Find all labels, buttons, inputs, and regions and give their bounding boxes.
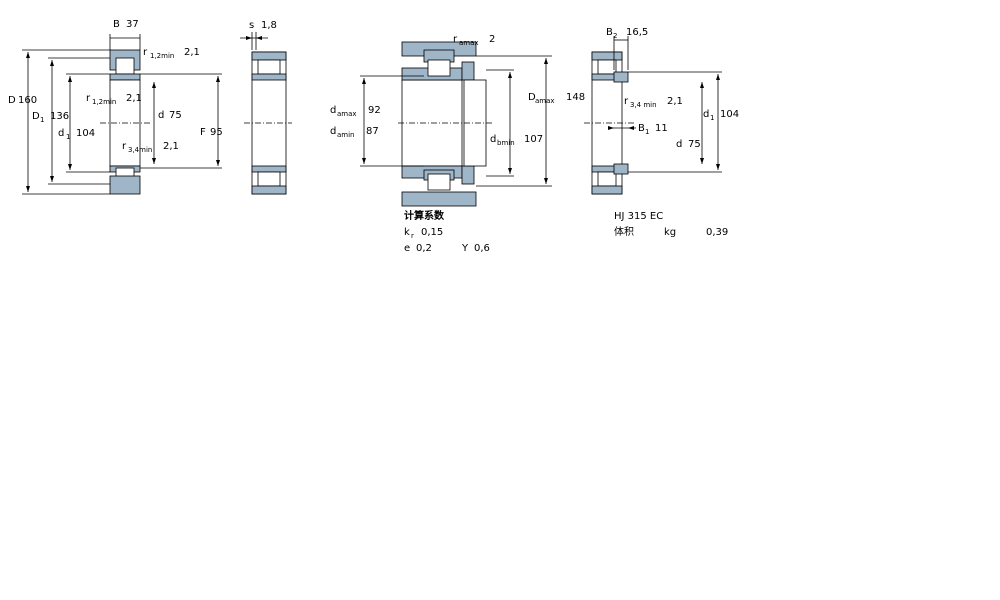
mass-value: 0,39 bbox=[706, 227, 728, 238]
r34b-label: r bbox=[624, 96, 629, 107]
roller-top bbox=[115, 57, 135, 75]
outer-ring-bottom bbox=[109, 175, 141, 195]
da-max-label: d bbox=[330, 105, 336, 116]
r34-sub: 3,4min bbox=[128, 146, 152, 154]
b2-label: B bbox=[606, 27, 613, 38]
da-min-sub: amin bbox=[337, 131, 355, 139]
d1-inner-sub: 1 bbox=[66, 133, 70, 141]
da-max-value: 92 bbox=[368, 105, 381, 116]
side-roller-top bbox=[257, 59, 281, 75]
mass-unit: kg bbox=[664, 227, 676, 238]
y-label: Y bbox=[461, 243, 469, 254]
ring-roller-bottom bbox=[597, 171, 617, 187]
da-min-value: 87 bbox=[366, 126, 379, 137]
side-inner-top bbox=[251, 73, 287, 81]
b2-value: 16,5 bbox=[626, 27, 648, 38]
side-outer-top bbox=[251, 51, 287, 61]
mass-label: 体积 bbox=[614, 226, 634, 238]
r12-top-sub: 1,2min bbox=[150, 52, 174, 60]
housing-bottom bbox=[401, 191, 477, 207]
calc-title: 计算系数 bbox=[404, 209, 445, 222]
bearing-side-view: s 1,8 bbox=[240, 20, 292, 195]
s-value: 1,8 bbox=[261, 20, 277, 31]
d-bore-label: d bbox=[158, 110, 164, 121]
f-label: F bbox=[200, 127, 206, 138]
angle-ring-top bbox=[461, 61, 475, 81]
e-value: 0,2 bbox=[416, 243, 432, 254]
hj-ring-bottom bbox=[613, 163, 629, 175]
r34-value: 2,1 bbox=[163, 141, 179, 152]
kr-label: k bbox=[404, 227, 410, 238]
r12-top-value: 2,1 bbox=[184, 47, 200, 58]
b1-label: B bbox=[638, 123, 645, 134]
mount-roller-bottom bbox=[427, 173, 451, 191]
db4-label: d bbox=[676, 139, 682, 150]
db-sub: bmin bbox=[497, 139, 515, 147]
r12-mid-sub: 1,2min bbox=[92, 98, 116, 106]
da-outer-sub: amax bbox=[535, 97, 555, 105]
db4-value: 75 bbox=[688, 139, 701, 150]
d-outer-value: 160 bbox=[18, 95, 37, 106]
ring-designation: HJ 315 EC 体积 kg 0,39 bbox=[614, 211, 728, 238]
e-label: e bbox=[404, 243, 410, 254]
kr-value: 0,15 bbox=[421, 227, 443, 238]
d1-outer-label: D bbox=[32, 111, 40, 122]
mount-roller-top bbox=[427, 59, 451, 77]
ring-outer-bottom bbox=[591, 185, 623, 195]
r34b-value: 2,1 bbox=[667, 96, 683, 107]
b1-sub: 1 bbox=[645, 128, 649, 136]
side-outer-bottom bbox=[251, 185, 287, 195]
r34b-sub: 3,4 min bbox=[630, 101, 657, 109]
bearing-section-view: B 37 r 1,2min 2,1 D 160 D 1 136 d 1 104 … bbox=[8, 19, 223, 195]
b-value: 37 bbox=[126, 19, 139, 30]
kr-sub: r bbox=[411, 232, 414, 240]
b1-value: 11 bbox=[655, 123, 668, 134]
side-inner-bottom bbox=[251, 165, 287, 173]
d1b-sub: 1 bbox=[710, 114, 714, 122]
s-label: s bbox=[249, 20, 254, 31]
d1b-value: 104 bbox=[720, 109, 739, 120]
d1-outer-value: 136 bbox=[50, 111, 69, 122]
designation: HJ 315 EC bbox=[614, 211, 663, 222]
r12-mid-label: r bbox=[86, 93, 91, 104]
da-min-label: d bbox=[330, 126, 336, 137]
d1-outer-sub: 1 bbox=[40, 116, 44, 124]
da-outer-label: D bbox=[528, 92, 536, 103]
r12-mid-value: 2,1 bbox=[126, 93, 142, 104]
ra-value: 2 bbox=[489, 34, 495, 45]
da-outer-value: 148 bbox=[566, 92, 585, 103]
f-value: 95 bbox=[210, 127, 223, 138]
d1-inner-value: 104 bbox=[76, 128, 95, 139]
calculation-factors: 计算系数 k r 0,15 e 0,2 Y 0,6 bbox=[404, 209, 490, 254]
angle-ring-bottom bbox=[461, 165, 475, 185]
d1b-label: d bbox=[703, 109, 709, 120]
inner-ring-top bbox=[109, 73, 141, 81]
b2-sub: 2 bbox=[613, 32, 617, 40]
y-value: 0,6 bbox=[474, 243, 490, 254]
db-value: 107 bbox=[524, 134, 543, 145]
ra-sub: amax bbox=[459, 39, 479, 47]
r12-top-label: r bbox=[143, 47, 148, 58]
b-label: B bbox=[113, 19, 120, 30]
hj-ring-top bbox=[613, 71, 629, 83]
side-roller-bottom bbox=[257, 171, 281, 187]
ra-label: r bbox=[453, 34, 458, 45]
abutment-view: r amax 2 d amax 92 d amin 87 D amax 148 … bbox=[330, 34, 585, 207]
d-outer-label: D bbox=[8, 95, 16, 106]
r34-label: r bbox=[122, 141, 127, 152]
da-max-sub: amax bbox=[337, 110, 357, 118]
d-bore-value: 75 bbox=[169, 110, 182, 121]
angle-ring-view: B 2 16,5 r 3,4 min 2,1 d 1 104 B 1 11 d … bbox=[584, 27, 739, 195]
ring-outer-top bbox=[591, 51, 623, 61]
db-label: d bbox=[490, 134, 496, 145]
ring-roller-top bbox=[597, 59, 617, 75]
d1-inner-label: d bbox=[58, 128, 64, 139]
